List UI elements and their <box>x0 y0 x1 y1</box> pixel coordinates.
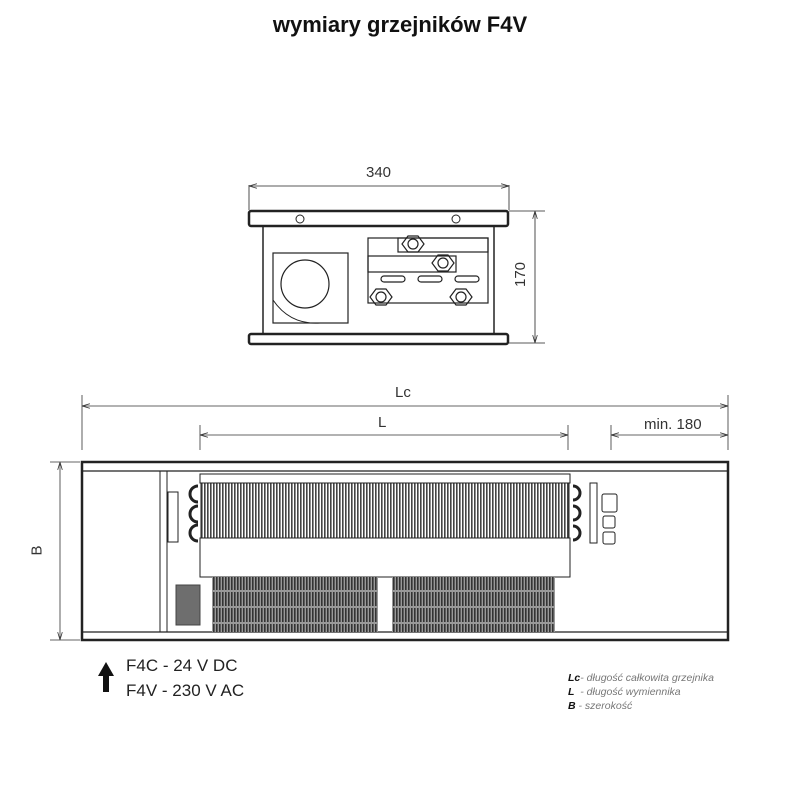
b-label: B <box>28 545 46 556</box>
legend-lc: Lc- długość całkowita grzejnika <box>568 672 714 684</box>
power-f4c: F4C - 24 V DC <box>126 656 238 675</box>
power-f4v: F4V - 230 V AC <box>126 681 245 700</box>
top-view-drawing <box>80 460 730 642</box>
legend-b: B - szerokość <box>568 700 633 712</box>
min-label: min. 180 <box>644 416 702 433</box>
width-label: 340 <box>366 164 392 181</box>
page-title: wymiary grzejników F4V <box>272 12 528 37</box>
arrow-up-icon <box>98 662 114 692</box>
cross-section-drawing <box>247 185 545 346</box>
l-label: L <box>378 414 387 431</box>
control-box <box>175 584 201 626</box>
lc-label: Lc <box>395 384 411 401</box>
dimension-lines <box>50 395 729 641</box>
height-label: 170 <box>512 261 530 288</box>
legend-l: L - długość wymiennika <box>568 686 681 698</box>
